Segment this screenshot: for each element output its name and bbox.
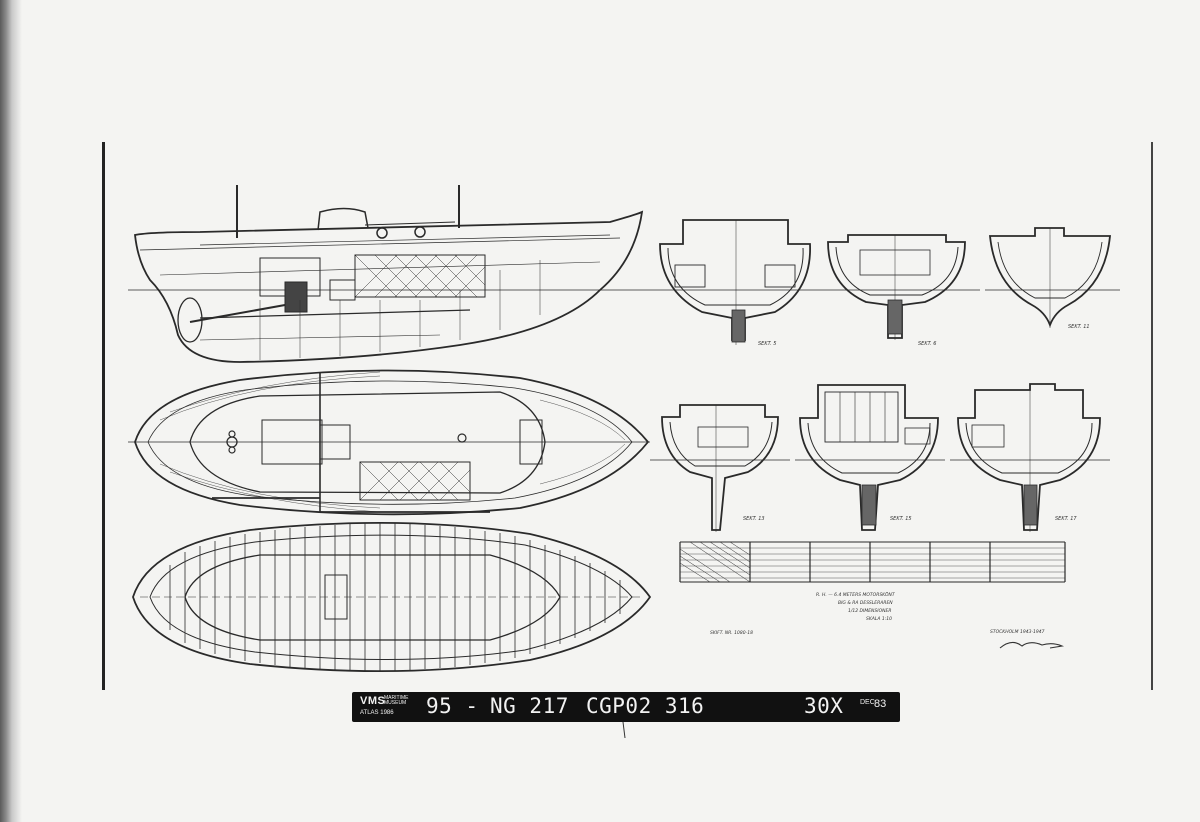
note-line: SKALA 1:10 bbox=[866, 616, 892, 622]
note-line: BIG & RA DESSLERAREN bbox=[838, 600, 893, 606]
scale-bar bbox=[679, 541, 1066, 583]
porthole bbox=[414, 226, 426, 238]
film-code-2: NG 217 bbox=[490, 694, 569, 718]
scanned-edge bbox=[0, 0, 22, 822]
berth-plan bbox=[359, 461, 471, 501]
deckhouse bbox=[317, 207, 369, 231]
archive-logo: VMS MARITIME MUSEUM ATLAS 1986 bbox=[360, 692, 428, 722]
profile-view bbox=[128, 185, 650, 363]
construction-plan-view bbox=[132, 522, 652, 672]
deck-plan-view bbox=[128, 369, 650, 516]
engine bbox=[284, 281, 308, 313]
film-date-month: DEC bbox=[860, 699, 875, 706]
hull-profile bbox=[134, 210, 644, 363]
archive-logo-text: VMS bbox=[360, 695, 386, 707]
section-sekt-5 bbox=[650, 219, 820, 345]
deck-outline bbox=[134, 369, 650, 516]
film-code-3: CGP02 316 bbox=[586, 694, 705, 718]
section-label: SEKT. 17 bbox=[1055, 516, 1077, 522]
handwritten-signature bbox=[999, 641, 1065, 649]
drawing-frame bbox=[102, 142, 1153, 690]
archive-logo-sub: ATLAS 1986 bbox=[360, 710, 394, 716]
microfilm-reference-strip: VMS MARITIME MUSEUM ATLAS 1986 95 - NG 2… bbox=[352, 692, 900, 722]
propeller-shaft bbox=[189, 304, 286, 323]
berth-hatched bbox=[354, 254, 486, 298]
film-code-4: 30X bbox=[804, 694, 844, 718]
section-sekt-15 bbox=[795, 384, 945, 531]
section-label: SEKT. 13 bbox=[743, 516, 765, 522]
film-date-year: 83 bbox=[874, 698, 887, 710]
section-sekt-11 bbox=[985, 227, 1120, 328]
scale-label: SKIFT. NR. 1080-18 bbox=[710, 630, 753, 636]
note-line: 1/12 DIMENSIONER bbox=[848, 608, 891, 614]
section-label: SEKT. 6 bbox=[918, 341, 936, 347]
cockpit-well bbox=[261, 419, 323, 465]
inner-deck-opening bbox=[184, 554, 561, 641]
section-label: SEKT. 15 bbox=[890, 516, 912, 522]
frames bbox=[169, 523, 621, 671]
note-line: R. H. — 6.4 METERS MOTORSKÖNT bbox=[816, 591, 896, 598]
cockpit-cabin bbox=[189, 391, 546, 494]
signature-date: STOCKHOLM 1943-1947 bbox=[990, 629, 1045, 635]
section-label: SEKT. 11 bbox=[1068, 324, 1090, 330]
film-code-1: 95 - bbox=[426, 694, 479, 718]
section-sekt-13 bbox=[650, 404, 790, 532]
rudder bbox=[177, 297, 203, 343]
section-sekt-6 bbox=[820, 234, 980, 340]
archive-logo-small: MARITIME MUSEUM bbox=[384, 695, 409, 706]
porthole bbox=[376, 227, 388, 239]
hull-construction-outline bbox=[132, 522, 652, 672]
section-sekt-17 bbox=[950, 383, 1110, 532]
section-label: SEKT. 5 bbox=[758, 341, 776, 347]
